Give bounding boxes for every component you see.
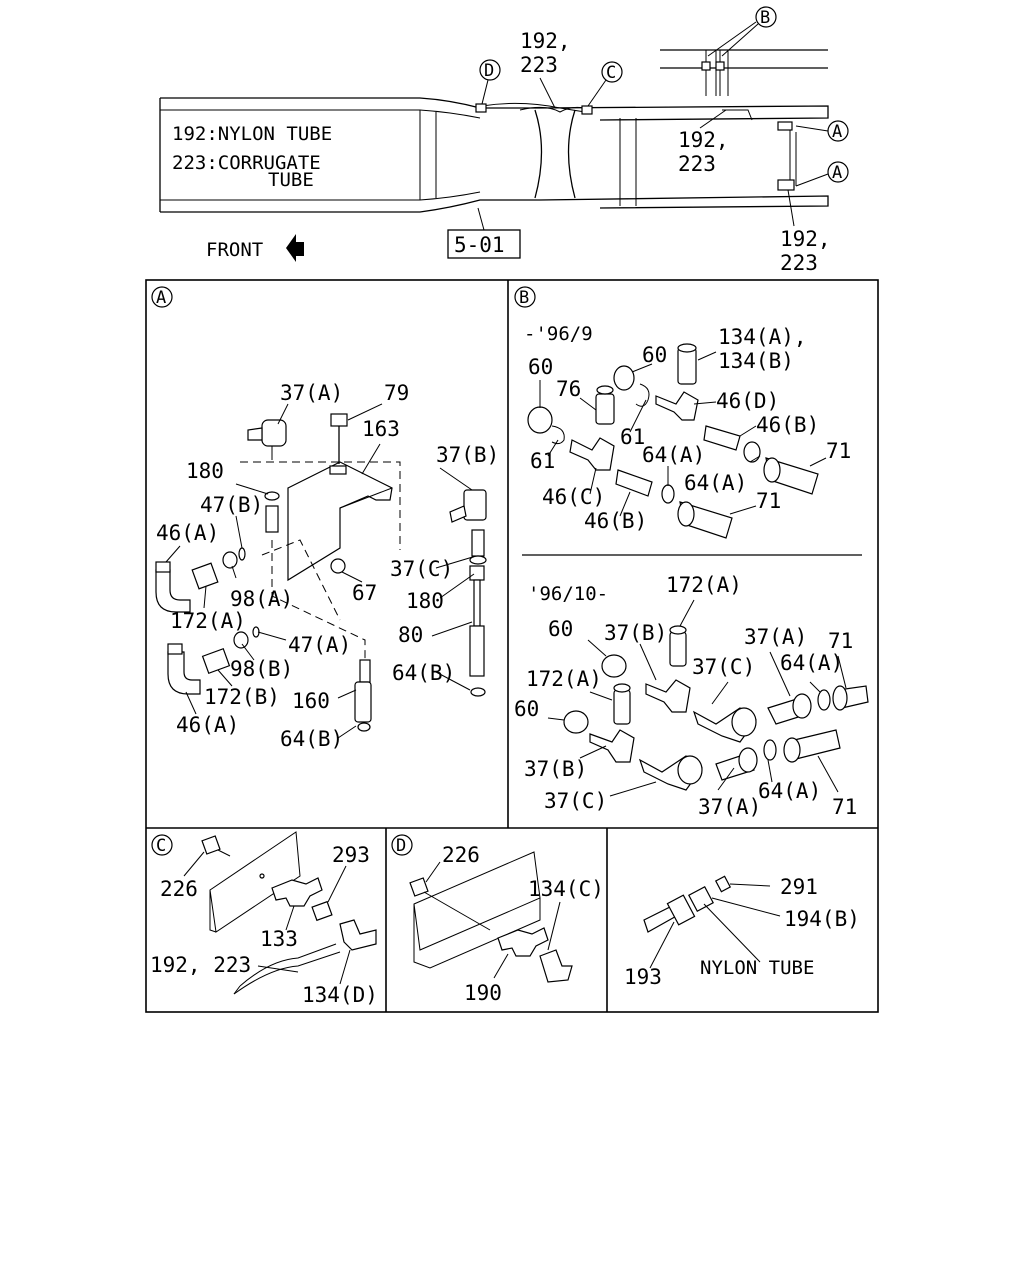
upper-heading: -'96/9 [524, 323, 593, 345]
label-37a: 37(A) [280, 381, 343, 405]
label-46b-right: 46(B) [756, 413, 819, 437]
label-67: 67 [352, 581, 377, 605]
label-60-top-lower: 60 [548, 617, 573, 641]
label-64a-top: 64(A) [780, 651, 843, 675]
panel-d: D 226 134(C) 190 [391, 834, 604, 1005]
label-192-top: 192, [520, 29, 571, 53]
panel-d-marker: D [396, 836, 406, 856]
label-134c: 134(C) [528, 877, 604, 901]
panel-c: C 226 293 133 192, 223 134(D) [150, 831, 378, 1007]
frame-overview: 192:NYLON TUBE 223:CORRUGATE TUBE 192, 2… [159, 6, 849, 275]
callout-a-lower-circle [827, 161, 849, 183]
label-46d: 46(D) [716, 389, 779, 413]
callout-c: C [606, 63, 616, 83]
label-47b: 47(B) [200, 493, 263, 517]
label-61-mid: 61 [620, 425, 645, 449]
label-60-left-lower: 60 [514, 697, 539, 721]
label-71-upper: 71 [826, 439, 851, 463]
label-223-mid: 223 [678, 152, 716, 176]
label-134b: 134(B) [718, 349, 794, 373]
label-37c-bottom: 37(C) [544, 789, 607, 813]
label-71-top: 71 [828, 629, 853, 653]
label-37a-bottom: 37(A) [698, 795, 761, 819]
panel-c-marker: C [156, 836, 166, 856]
label-61-left: 61 [530, 449, 555, 473]
label-37a-top: 37(A) [744, 625, 807, 649]
label-80: 80 [398, 623, 423, 647]
label-226-c: 226 [160, 877, 198, 901]
label-172b: 172(B) [204, 685, 280, 709]
nylon-tube-label: NYLON TUBE [700, 957, 814, 979]
legend-line-3: TUBE [268, 169, 314, 191]
label-79: 79 [384, 381, 409, 405]
label-46b-lower: 46(B) [584, 509, 647, 533]
panel-a: A [151, 286, 499, 751]
label-98a: 98(A) [230, 587, 293, 611]
label-46a-top: 46(A) [156, 521, 219, 545]
label-163: 163 [362, 417, 400, 441]
lower-heading: '96/10- [528, 583, 608, 605]
label-293: 293 [332, 843, 370, 867]
label-193: 193 [624, 965, 662, 989]
callout-d-circle [479, 59, 501, 81]
label-71-bottom: 71 [832, 795, 857, 819]
callout-a-lower: A [832, 163, 842, 183]
label-46a-bottom: 46(A) [176, 713, 239, 737]
label-60-top: 60 [642, 343, 667, 367]
label-192-223-c: 192, 223 [150, 953, 251, 977]
callout-b-circle [755, 6, 777, 28]
label-223-top: 223 [520, 53, 558, 77]
label-37b: 37(B) [436, 443, 499, 467]
callout-b: B [760, 8, 770, 28]
label-291: 291 [780, 875, 818, 899]
label-64a-upper: 64(A) [642, 443, 705, 467]
label-60-left: 60 [528, 355, 553, 379]
label-76: 76 [556, 377, 581, 401]
label-134d: 134(D) [302, 983, 378, 1007]
label-37b-top: 37(B) [604, 621, 667, 645]
front-arrow-icon [286, 234, 304, 262]
ref-box-label: 5-01 [454, 233, 505, 257]
legend-line-1: 192:NYLON TUBE [172, 123, 332, 145]
label-190: 190 [464, 981, 502, 1005]
label-180-right: 180 [406, 589, 444, 613]
label-172a-left: 172(A) [526, 667, 602, 691]
label-192-bottom: 192, [780, 227, 831, 251]
panel-borders [145, 279, 879, 1013]
label-134a: 134(A), [718, 325, 807, 349]
label-71-lower: 71 [756, 489, 781, 513]
label-64b-right: 64(B) [392, 661, 455, 685]
legend-line-2: 223:CORRUGATE [172, 152, 321, 174]
callout-c-circle [601, 61, 623, 83]
panel-b: B -'96/9 134(A), 134 [514, 286, 869, 819]
label-160: 160 [292, 689, 330, 713]
label-64b-bottom: 64(B) [280, 727, 343, 751]
label-37c-top: 37(C) [692, 655, 755, 679]
panel-a-marker: A [156, 288, 166, 308]
label-226-d: 226 [442, 843, 480, 867]
label-64a-lower: 64(A) [684, 471, 747, 495]
panel-b-marker: B [519, 288, 529, 308]
label-46c: 46(C) [542, 485, 605, 509]
front-label: FRONT [206, 239, 263, 261]
label-47a: 47(A) [288, 633, 351, 657]
label-172a-top: 172(A) [666, 573, 742, 597]
label-37b-bottom: 37(B) [524, 757, 587, 781]
label-223-bottom: 223 [780, 251, 818, 275]
panel-e: 291 194(B) NYLON TUBE 193 [624, 875, 860, 989]
label-180-left: 180 [186, 459, 224, 483]
label-172a: 172(A) [170, 609, 246, 633]
callout-a-upper: A [832, 122, 842, 142]
label-64a-bottom: 64(A) [758, 779, 821, 803]
callout-d: D [484, 61, 494, 81]
label-98b: 98(B) [230, 657, 293, 681]
label-192-mid: 192, [678, 128, 729, 152]
label-194b: 194(B) [784, 907, 860, 931]
label-37c: 37(C) [390, 557, 453, 581]
label-133: 133 [260, 927, 298, 951]
